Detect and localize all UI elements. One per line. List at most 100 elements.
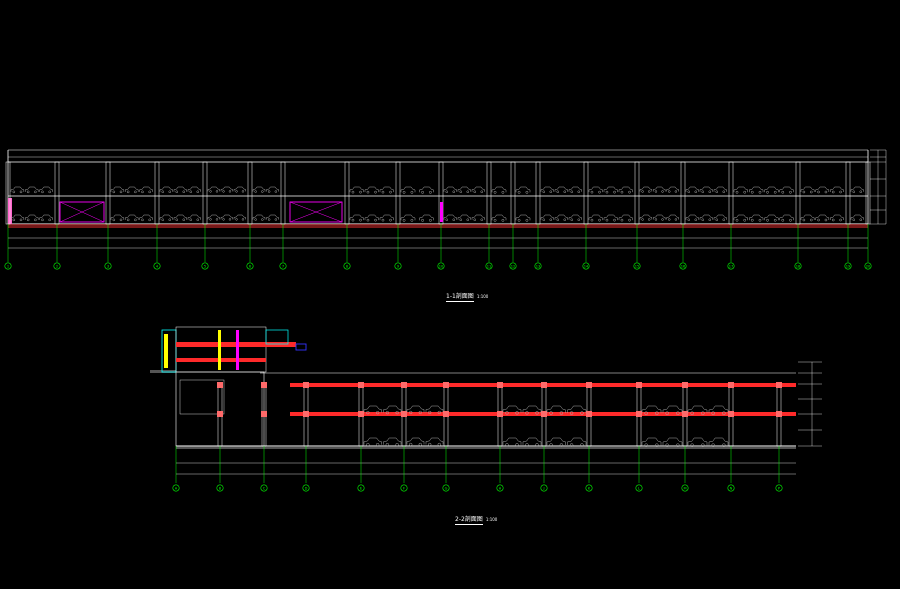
car bbox=[139, 186, 153, 194]
grid-bubble-label: 20 bbox=[866, 264, 871, 268]
grid-bubble-label: 15 bbox=[635, 264, 640, 268]
car-body bbox=[749, 186, 764, 193]
car bbox=[546, 405, 566, 415]
car-body bbox=[830, 186, 844, 193]
car-wheel bbox=[473, 218, 476, 221]
car-wheel bbox=[374, 190, 377, 194]
car-wheel bbox=[175, 190, 178, 193]
beam-joint bbox=[217, 382, 223, 388]
car bbox=[471, 186, 485, 193]
car-wheel bbox=[493, 218, 497, 222]
beam-joint bbox=[358, 411, 364, 417]
stair-yellow bbox=[164, 334, 168, 368]
car-wheel bbox=[112, 190, 116, 194]
car-wheel bbox=[359, 218, 362, 222]
car-wheel bbox=[525, 218, 529, 222]
car-body bbox=[252, 186, 266, 192]
car-wheel bbox=[168, 190, 171, 193]
grid-bubble-circle bbox=[246, 262, 254, 270]
beam-joint bbox=[303, 382, 309, 388]
car-wheel bbox=[196, 218, 199, 221]
section-2-cars bbox=[363, 405, 729, 447]
ground-strip bbox=[8, 224, 868, 228]
car-body bbox=[363, 437, 382, 445]
car bbox=[400, 214, 416, 222]
grid-bubble: 14 bbox=[582, 262, 590, 270]
grid-bubble-circle bbox=[302, 484, 310, 492]
ramp-panel bbox=[289, 201, 343, 223]
car-wheel bbox=[381, 218, 385, 222]
car-wheel bbox=[598, 190, 601, 194]
car-wheel bbox=[466, 190, 469, 193]
car bbox=[567, 405, 587, 415]
car-body bbox=[568, 214, 582, 220]
car-wheel bbox=[161, 190, 164, 193]
car-wheel bbox=[628, 218, 631, 222]
car-wheel bbox=[445, 190, 448, 193]
car-body bbox=[187, 186, 201, 192]
car-body bbox=[567, 405, 587, 414]
car-body bbox=[349, 214, 364, 221]
car-wheel bbox=[735, 190, 739, 194]
car bbox=[540, 186, 554, 193]
car-body bbox=[708, 405, 729, 414]
column bbox=[486, 161, 492, 225]
beam-joint bbox=[497, 411, 503, 417]
column bbox=[154, 161, 160, 225]
car-wheel bbox=[701, 443, 705, 447]
car-wheel bbox=[505, 411, 509, 415]
car-wheel bbox=[613, 190, 616, 194]
car bbox=[443, 186, 457, 193]
car-body bbox=[554, 186, 568, 192]
car-wheel bbox=[385, 443, 390, 447]
car-wheel bbox=[196, 190, 199, 193]
beam-joint bbox=[217, 411, 223, 417]
grid-bubble-circle bbox=[635, 484, 643, 492]
grid-bubble: A bbox=[172, 484, 180, 492]
car-wheel bbox=[12, 190, 16, 194]
car-wheel bbox=[389, 218, 392, 222]
car-wheel bbox=[228, 190, 232, 193]
car-wheel bbox=[773, 190, 777, 194]
beam-joint bbox=[401, 411, 407, 417]
grid-bubble: J bbox=[540, 484, 548, 492]
car-wheel bbox=[381, 190, 385, 194]
car-wheel bbox=[429, 190, 432, 194]
car bbox=[540, 214, 554, 221]
grid-bubble-label: K bbox=[588, 486, 591, 490]
car-wheel bbox=[620, 190, 624, 194]
car bbox=[159, 214, 173, 221]
car-wheel bbox=[161, 218, 164, 221]
grid-bubble-label: 9 bbox=[397, 264, 400, 268]
car bbox=[406, 405, 425, 415]
car-wheel bbox=[34, 190, 37, 194]
car-body bbox=[603, 214, 618, 221]
grid-bubble: 1 bbox=[4, 262, 12, 270]
grid-bubble-circle bbox=[172, 484, 180, 492]
car-wheel bbox=[535, 443, 539, 447]
car-body bbox=[800, 186, 815, 193]
car-body bbox=[603, 186, 618, 193]
section-2-frame bbox=[150, 326, 796, 449]
car-wheel bbox=[817, 218, 820, 222]
grid-bubble: 3 bbox=[104, 262, 112, 270]
grid-bubble-label: F bbox=[403, 486, 405, 490]
ground-strip bbox=[176, 446, 796, 449]
car-wheel bbox=[839, 218, 842, 222]
car-wheel bbox=[569, 443, 574, 447]
car-body bbox=[639, 214, 653, 220]
car-body bbox=[491, 186, 507, 193]
column bbox=[795, 161, 801, 225]
section-1-scale: 1:100 bbox=[476, 294, 489, 299]
car-wheel bbox=[789, 218, 792, 222]
car-wheel bbox=[517, 190, 521, 194]
grid-bubble: 4 bbox=[153, 262, 161, 270]
grid-bubble-circle bbox=[727, 262, 735, 270]
grid-bubble: 10 bbox=[437, 262, 445, 270]
car-body bbox=[266, 214, 279, 220]
car-wheel bbox=[735, 218, 739, 222]
car-body bbox=[653, 186, 666, 192]
grid-bubble-label: 19 bbox=[846, 264, 851, 268]
car-wheel bbox=[267, 190, 271, 193]
